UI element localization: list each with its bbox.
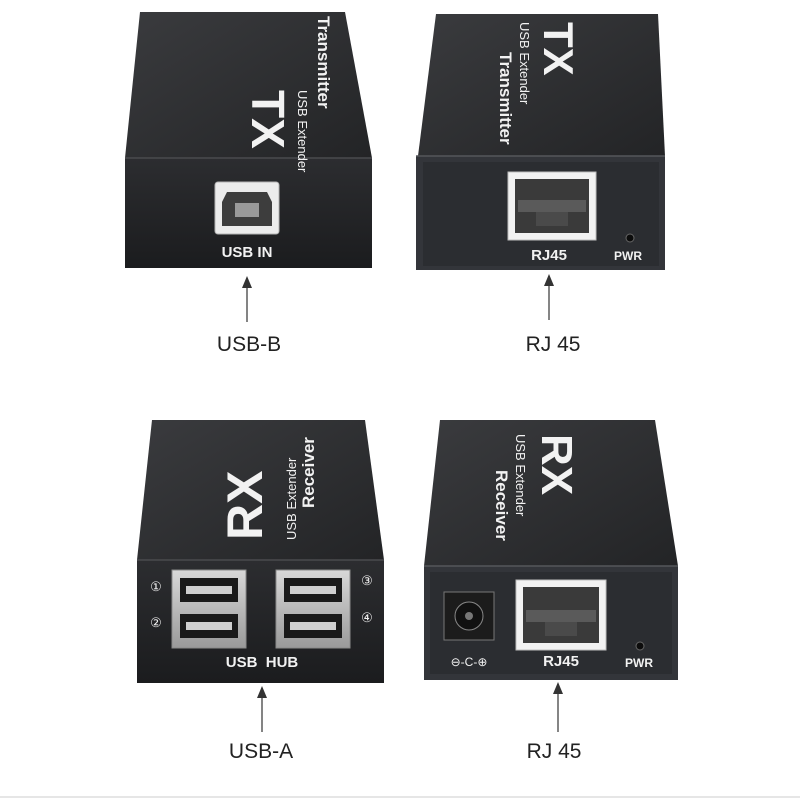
- rx-rj45-device: RX USB Extender Receiver ⊖-C-⊕ RJ45 PWR: [424, 420, 678, 732]
- product-line1: USB Extender: [284, 457, 299, 540]
- device-top: [418, 14, 665, 156]
- callout-arrow: [544, 274, 554, 320]
- tx-rj45-device: TX USB Extender Transmitter RJ45 PWR: [416, 14, 665, 320]
- port-number-1: ①: [150, 579, 162, 594]
- brand-text: TX: [535, 22, 582, 76]
- usb-a-ports-right: [275, 569, 351, 649]
- callout-usb-a: USB-A: [228, 740, 294, 763]
- product-line1: USB Extender: [513, 434, 528, 517]
- device-top: [125, 12, 372, 158]
- port-label: RJ45: [531, 247, 567, 264]
- rx-usb-a-device: RX USB Extender Receiver ① ② ③ ④ USB HUB: [137, 420, 384, 732]
- device-top: [424, 420, 678, 566]
- port-number-2: ②: [150, 615, 162, 630]
- port-label: RJ45: [543, 653, 579, 670]
- port-number-3: ③: [361, 573, 373, 588]
- product-line2: Receiver: [492, 470, 511, 541]
- callout-arrow: [257, 686, 267, 732]
- callout-usb-b: USB-B: [216, 333, 282, 356]
- brand-text: TX: [242, 90, 294, 149]
- device-top: [137, 420, 384, 560]
- product-line2: Transmitter: [314, 16, 333, 109]
- port-label: USB IN: [222, 244, 273, 261]
- port-number-4: ④: [361, 610, 373, 625]
- power-led: [635, 641, 645, 651]
- rj45-port: [507, 171, 597, 241]
- usb-b-port: [214, 181, 280, 235]
- callout-rj45-tx: RJ 45: [525, 333, 581, 356]
- pwr-label: PWR: [625, 656, 653, 670]
- pwr-label: PWR: [614, 249, 642, 263]
- power-led: [625, 233, 635, 243]
- dc-power-jack: [443, 591, 495, 641]
- callout-arrow: [553, 682, 563, 732]
- product-line1: USB Extender: [517, 22, 532, 105]
- product-line2: Receiver: [299, 437, 318, 508]
- product-line2: Transmitter: [496, 52, 515, 145]
- dc-polarity-symbol: ⊖-C-⊕: [451, 655, 488, 669]
- port-label: USB HUB: [226, 654, 299, 671]
- tx-usb-b-device: TX USB Extender Transmitter USB IN: [125, 12, 372, 322]
- callout-arrow: [242, 276, 252, 322]
- usb-a-ports-left: [171, 569, 247, 649]
- callout-rj45-rx: RJ 45: [526, 740, 582, 763]
- brand-text: RX: [217, 471, 273, 540]
- product-line1: USB Extender: [295, 90, 310, 173]
- rj45-port: [515, 579, 607, 651]
- brand-text: RX: [532, 434, 581, 495]
